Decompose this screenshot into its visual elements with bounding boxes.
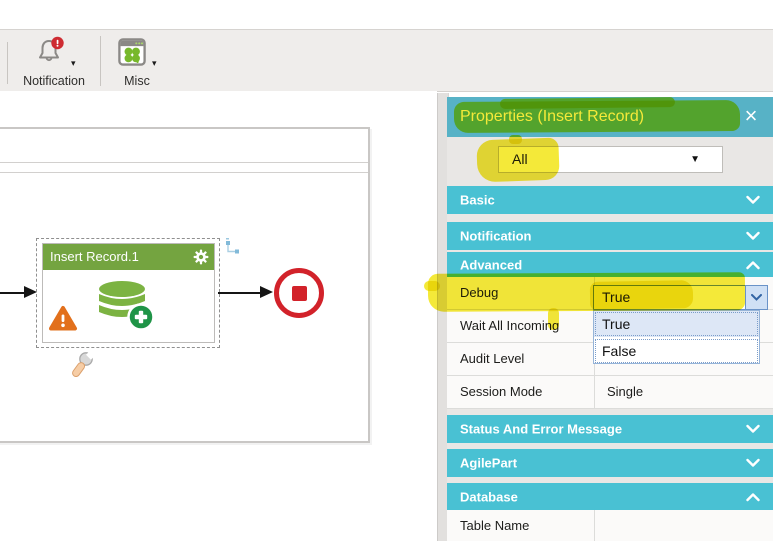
- close-icon[interactable]: ×: [744, 103, 758, 128]
- bell-icon: [39, 36, 64, 62]
- property-row-table-name: Table Name: [447, 510, 773, 541]
- dropdown-option-false[interactable]: False: [594, 338, 759, 364]
- arrowhead-icon: [260, 286, 273, 298]
- properties-filter-select[interactable]: All ▼: [498, 146, 723, 173]
- debug-dropdown-list: True False: [593, 310, 760, 364]
- chevron-down-icon: ▾: [71, 58, 76, 68]
- toolbar-separator: [7, 42, 8, 84]
- misc-label: Misc: [124, 74, 150, 88]
- section-header-database[interactable]: Database: [447, 483, 773, 510]
- lane-divider: [0, 162, 368, 163]
- app-window-clover-icon: [118, 38, 146, 66]
- arrowhead-icon: [24, 286, 37, 298]
- chevron-up-icon: [746, 260, 760, 269]
- gear-icon[interactable]: [193, 249, 209, 265]
- section-header-notification[interactable]: Notification: [447, 222, 773, 250]
- panel-header: Properties (Insert Record) ×: [447, 97, 773, 137]
- workflow-canvas[interactable]: Insert Record.1: [0, 91, 437, 541]
- toolbar: ▾ Notification ▾ Misc: [0, 29, 773, 92]
- chevron-down-icon: [746, 458, 760, 467]
- incoming-connector: [0, 292, 26, 294]
- panel-title: Properties (Insert Record): [460, 108, 645, 125]
- database-rows: Table Name: [447, 510, 773, 541]
- chevron-down-icon: [746, 231, 760, 240]
- elbow-connector-icon[interactable]: [224, 238, 242, 256]
- outgoing-connector: [218, 292, 262, 294]
- chevron-up-icon: [746, 492, 760, 501]
- debug-dropdown-value: True: [602, 289, 631, 305]
- properties-panel: Properties (Insert Record) × All ▼ Basic…: [447, 97, 773, 541]
- activity-node-insert-record[interactable]: Insert Record.1: [42, 243, 215, 343]
- section-header-basic[interactable]: Basic: [447, 186, 773, 214]
- database-add-icon: [99, 281, 155, 331]
- node-title: Insert Record.1: [50, 249, 139, 264]
- stop-square-icon: [291, 285, 307, 301]
- section-header-status-and-error-message[interactable]: Status And Error Message: [447, 415, 773, 443]
- chevron-down-icon: [746, 424, 760, 433]
- wrench-icon[interactable]: [69, 351, 95, 379]
- selection-rect: [36, 238, 220, 348]
- notification-button[interactable]: ▾ Notification: [16, 34, 92, 88]
- chevron-down-icon[interactable]: [745, 286, 767, 309]
- lane-divider: [0, 172, 368, 173]
- debug-dropdown[interactable]: True: [593, 285, 768, 310]
- property-row-session-mode: Session Mode Single: [447, 376, 773, 409]
- toolbar-separator: [100, 36, 101, 86]
- dropdown-arrow-icon: ▼: [690, 154, 700, 165]
- section-header-agilepart[interactable]: AgilePart: [447, 449, 773, 477]
- section-header-advanced[interactable]: Advanced: [447, 252, 773, 277]
- stop-node[interactable]: [274, 268, 324, 318]
- filter-value: All: [512, 151, 528, 167]
- node-title-bar: Insert Record.1: [43, 244, 214, 270]
- notification-label: Notification: [23, 74, 85, 88]
- chevron-down-icon: ▾: [152, 58, 157, 68]
- warning-icon: [49, 306, 77, 331]
- misc-button[interactable]: ▾ Misc: [108, 34, 166, 88]
- chevron-down-icon: [746, 195, 760, 204]
- dropdown-option-true[interactable]: True: [594, 311, 759, 337]
